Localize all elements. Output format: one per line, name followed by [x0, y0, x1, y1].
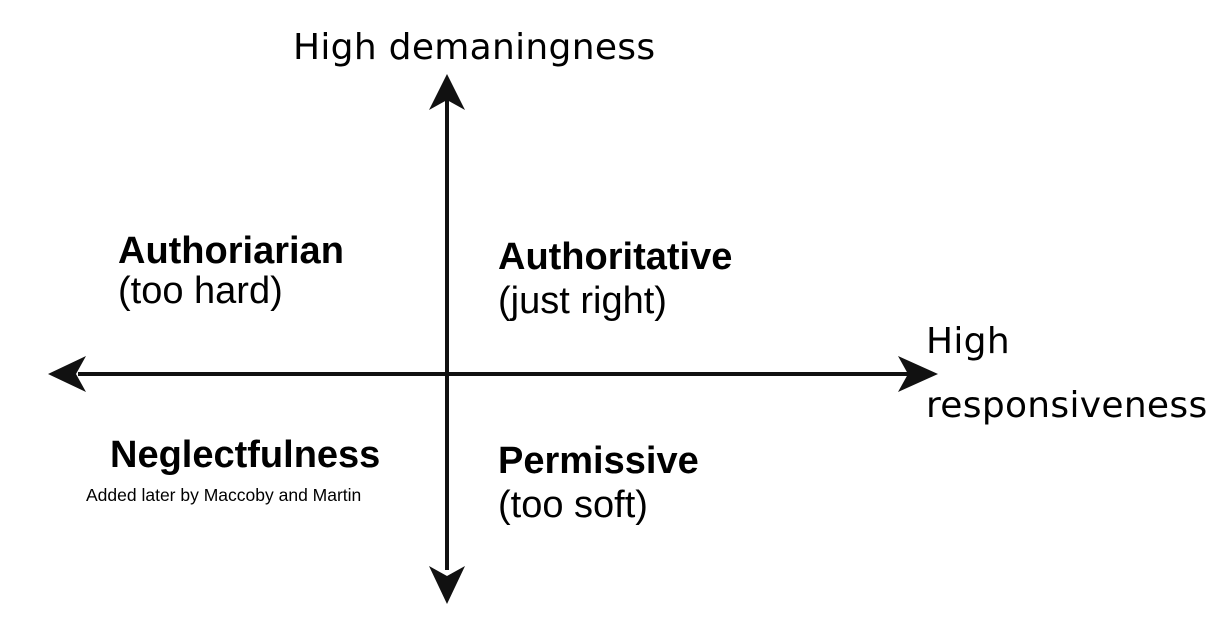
quadrant-bottom-right-title: Permissive	[498, 440, 699, 482]
vertical-axis-label: High demaningness	[293, 27, 656, 68]
vertical-axis-arrow-up	[429, 74, 465, 110]
horizontal-axis-arrow-left	[48, 356, 86, 392]
quadrant-top-left-subtitle: (too hard)	[118, 270, 283, 312]
vertical-axis-arrow-down	[429, 566, 465, 604]
horizontal-axis-arrow-right	[898, 356, 938, 392]
horizontal-axis-label-line2: responsiveness	[926, 385, 1208, 426]
horizontal-axis-label-line1: High	[926, 321, 1010, 362]
quadrant-bottom-left-note: Added later by Maccoby and Martin	[86, 485, 362, 505]
quadrant-top-left-title: Authoriarian	[118, 230, 344, 272]
quadrant-top-right-subtitle: (just right)	[498, 280, 667, 322]
quadrant-bottom-right-subtitle: (too soft)	[498, 484, 648, 526]
quadrant-top-right-title: Authoritative	[498, 236, 733, 278]
quadrant-bottom-left-title: Neglectfulness	[110, 434, 381, 476]
